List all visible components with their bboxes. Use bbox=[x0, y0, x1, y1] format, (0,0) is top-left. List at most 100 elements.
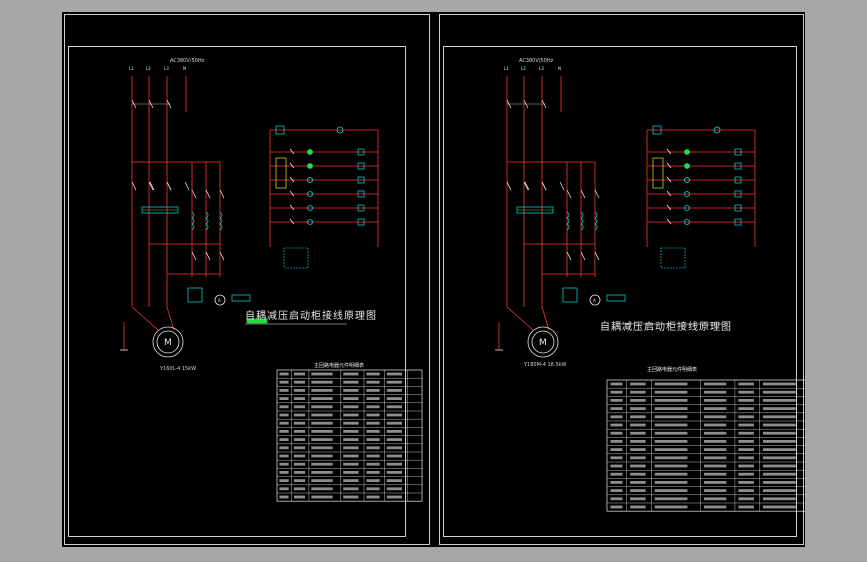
table-cell-text bbox=[366, 462, 380, 466]
phase-label-L3: L3 bbox=[164, 66, 169, 71]
contactor-contact bbox=[184, 181, 190, 191]
table-cell-text bbox=[630, 390, 646, 394]
switch-contact bbox=[566, 189, 572, 199]
indicator-lamp bbox=[307, 149, 313, 155]
control-contact bbox=[666, 190, 672, 197]
table-cell-text bbox=[311, 405, 333, 409]
table-cell-text bbox=[610, 431, 623, 435]
current-transformer bbox=[231, 294, 251, 302]
phase-label-L2: L2 bbox=[146, 66, 151, 71]
relay-coil bbox=[734, 162, 742, 170]
diagram-title-left: 自耦减压启动柜接线原理图 bbox=[245, 311, 377, 322]
relay-coil bbox=[357, 218, 365, 226]
table-cell-text bbox=[630, 399, 646, 402]
table-cell-text bbox=[343, 389, 359, 392]
table-cell-text bbox=[293, 372, 306, 376]
motor-label-left: Y160L-4 15kW bbox=[160, 366, 197, 372]
table-title-right: 主回路电器元件明细表 bbox=[647, 367, 698, 373]
table-cell-text bbox=[343, 397, 359, 400]
indicator-lamp bbox=[684, 205, 690, 211]
table-cell-text bbox=[386, 430, 402, 433]
coil-winding bbox=[594, 211, 598, 231]
phase-label-L2: L2 bbox=[521, 66, 526, 71]
table-cell-text bbox=[386, 438, 402, 441]
table-cell-text bbox=[293, 389, 306, 392]
table-cell-text bbox=[279, 421, 289, 425]
table-cell-text bbox=[762, 464, 796, 468]
table-cell-text bbox=[630, 472, 646, 476]
relay-coil bbox=[357, 190, 365, 198]
table-cell-text bbox=[279, 405, 289, 409]
transformer-tc bbox=[713, 126, 721, 134]
title-highlight bbox=[246, 318, 268, 324]
table-cell-text bbox=[343, 380, 359, 384]
table-cell-text bbox=[366, 471, 380, 474]
terminal-box bbox=[283, 247, 309, 269]
table-cell-text bbox=[343, 487, 359, 491]
table-cell-text bbox=[654, 481, 688, 484]
table-cell-text bbox=[610, 390, 623, 394]
table-cell-text bbox=[386, 405, 402, 409]
table-cell-text bbox=[293, 462, 306, 466]
table-cell-text bbox=[311, 446, 333, 450]
indicator-lamp bbox=[307, 205, 313, 211]
table-cell-text bbox=[366, 430, 380, 433]
table-cell-text bbox=[279, 413, 289, 417]
table-cell-text bbox=[762, 431, 796, 435]
relay-coil bbox=[734, 190, 742, 198]
control-contact bbox=[666, 162, 672, 169]
drawing-sheet-right bbox=[439, 14, 804, 545]
switch-contact bbox=[594, 189, 600, 199]
table-cell-text bbox=[311, 479, 333, 482]
switch-contact bbox=[219, 189, 225, 199]
table-cell-text bbox=[703, 382, 727, 386]
table-cell-text bbox=[610, 464, 623, 468]
phase-label-N: N bbox=[558, 66, 561, 71]
table-cell-text bbox=[386, 495, 402, 499]
phase-label-N: N bbox=[183, 66, 186, 71]
motor-circle bbox=[527, 326, 559, 358]
table-cell-text bbox=[654, 407, 688, 410]
selector-switch bbox=[275, 157, 287, 189]
table-cell-text bbox=[386, 487, 402, 491]
table-cell-text bbox=[311, 487, 333, 491]
table-cell-text bbox=[762, 505, 796, 509]
table-cell-text bbox=[762, 472, 796, 476]
table-cell-text bbox=[343, 454, 359, 458]
indicator-lamp bbox=[307, 177, 313, 183]
table-cell-text bbox=[366, 446, 380, 450]
table-cell-text bbox=[654, 431, 688, 435]
indicator-lamp bbox=[307, 191, 313, 197]
table-cell-text bbox=[386, 471, 402, 474]
table-cell-text bbox=[279, 454, 289, 458]
control-contact bbox=[666, 176, 672, 183]
motor-label-right: Y180M-4 18.5kW bbox=[524, 362, 567, 368]
control-contact bbox=[289, 162, 295, 169]
table-cell-text bbox=[703, 464, 727, 468]
table-cell-text bbox=[703, 448, 727, 451]
indicator-lamp bbox=[684, 163, 690, 169]
table-title-left: 主回路电器元件明细表 bbox=[314, 363, 365, 369]
indicator-lamp bbox=[307, 163, 313, 169]
table-cell-text bbox=[762, 390, 796, 394]
sheet-border-left bbox=[68, 46, 406, 537]
table-cell-text bbox=[738, 399, 754, 402]
table-cell-text bbox=[386, 421, 402, 425]
table-cell-text bbox=[311, 397, 333, 400]
table-cell-text bbox=[311, 430, 333, 433]
table-cell-text bbox=[610, 489, 623, 492]
table-cell-text bbox=[366, 495, 380, 499]
drawing-sheet-left bbox=[64, 14, 430, 545]
control-contact bbox=[289, 218, 295, 225]
contactor-contact bbox=[131, 181, 137, 191]
table-cell-text bbox=[279, 438, 289, 441]
table-cell-text bbox=[279, 487, 289, 491]
coil-winding bbox=[566, 211, 570, 231]
table-cell-text bbox=[343, 421, 359, 425]
table-cell-text bbox=[738, 481, 754, 484]
motor-lead bbox=[166, 306, 175, 331]
table-cell-text bbox=[703, 456, 727, 460]
table-cell-text bbox=[703, 481, 727, 484]
